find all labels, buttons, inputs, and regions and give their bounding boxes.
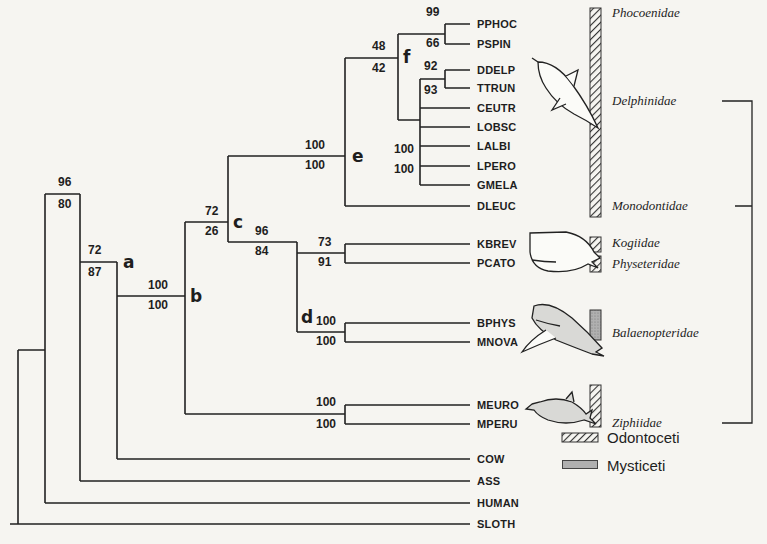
bootstrap-value: 92 xyxy=(424,60,437,73)
legend-hatch xyxy=(562,433,598,442)
sperm-whale-illustration xyxy=(530,232,600,272)
family-name: Physeteridae xyxy=(612,257,680,271)
legend-swatch xyxy=(562,460,598,469)
node-letter: c xyxy=(233,213,243,232)
family-name: Delphinidae xyxy=(612,94,676,108)
bootstrap-value: 84 xyxy=(255,245,268,258)
taxon-name: MEURO xyxy=(477,399,519,411)
mysticete-bar xyxy=(590,310,601,340)
taxon-name: SLOTH xyxy=(477,518,515,530)
taxon-name: COW xyxy=(477,453,504,465)
taxon-name: CEUTR xyxy=(477,102,516,114)
bootstrap-value: 66 xyxy=(426,37,439,50)
family-name: Balaenopteridae xyxy=(612,326,699,340)
bootstrap-value: 99 xyxy=(426,6,439,19)
bootstrap-value: 100 xyxy=(305,159,325,172)
node-letter: e xyxy=(352,147,364,166)
taxon-name: LOBSC xyxy=(477,121,517,133)
odontocete-bar xyxy=(590,8,601,217)
bootstrap-value: 100 xyxy=(394,143,414,156)
taxon-name: ASS xyxy=(477,475,500,487)
bootstrap-value: 96 xyxy=(255,225,268,238)
taxon-name: TTRUN xyxy=(477,82,515,94)
family-name: Kogiidae xyxy=(612,236,660,250)
bootstrap-value: 100 xyxy=(148,279,168,292)
family-name: Monodontidae xyxy=(612,199,688,213)
node-letter: b xyxy=(190,287,202,306)
legend-text: Mysticeti xyxy=(607,458,665,475)
bootstrap-value: 91 xyxy=(318,256,331,269)
taxon-name: MPERU xyxy=(477,418,518,430)
taxon-name: GMELA xyxy=(477,179,518,191)
taxon-name: LALBI xyxy=(477,140,510,152)
bootstrap-value: 87 xyxy=(88,266,101,279)
taxon-name: LPERO xyxy=(477,160,516,172)
bootstrap-value: 80 xyxy=(58,198,71,211)
taxon-name: BPHYS xyxy=(477,317,516,329)
bootstrap-value: 100 xyxy=(316,335,336,348)
family-name: Ziphiidae xyxy=(612,416,662,430)
bootstrap-value: 100 xyxy=(316,418,336,431)
taxon-name: MNOVA xyxy=(477,336,518,348)
taxon-name: KBREV xyxy=(477,238,517,250)
taxon-name: PPHOC xyxy=(477,18,517,30)
bootstrap-value: 93 xyxy=(424,84,437,97)
taxon-name: DLEUC xyxy=(477,200,516,212)
taxon-name: PSPIN xyxy=(477,38,511,50)
bootstrap-value: 42 xyxy=(372,62,385,75)
taxon-name: HUMAN xyxy=(477,497,519,509)
taxon-name: PCATO xyxy=(477,257,516,269)
beaked-whale-illustration xyxy=(526,392,596,424)
bootstrap-value: 96 xyxy=(58,176,71,189)
dolphin-illustration xyxy=(532,58,598,128)
bootstrap-value: 26 xyxy=(205,225,218,238)
bootstrap-value: 100 xyxy=(305,139,325,152)
bootstrap-value: 72 xyxy=(205,205,218,218)
bootstrap-value: 100 xyxy=(148,299,168,312)
node-letter: a xyxy=(123,253,134,272)
tree-branches xyxy=(10,24,470,524)
taxon-name: DDELP xyxy=(477,64,515,76)
bootstrap-value: 48 xyxy=(372,40,385,53)
bootstrap-value: 72 xyxy=(88,244,101,257)
node-letter: f xyxy=(403,48,410,67)
bootstrap-value: 100 xyxy=(394,163,414,176)
node-letter: d xyxy=(301,308,313,327)
family-name: Phocoenidae xyxy=(612,6,680,20)
bootstrap-value: 100 xyxy=(316,315,336,328)
bootstrap-value: 100 xyxy=(316,396,336,409)
bootstrap-value: 73 xyxy=(318,236,331,249)
bracket xyxy=(722,101,752,423)
legend-text: Odontoceti xyxy=(607,430,680,447)
humpback-illustration xyxy=(522,305,604,357)
